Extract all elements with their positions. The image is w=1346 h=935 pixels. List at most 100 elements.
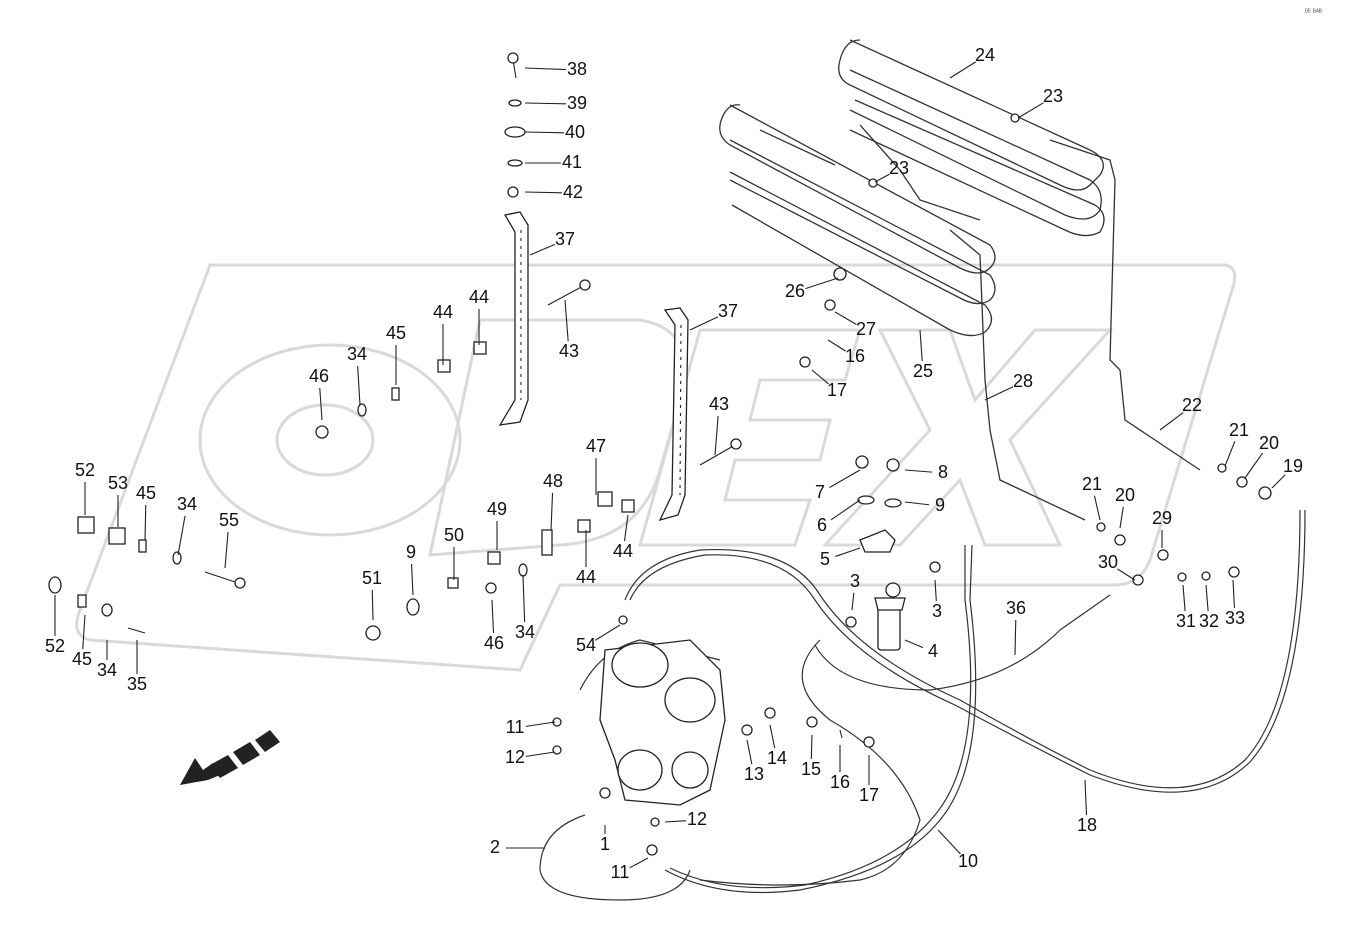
callout-l23a: 23 [1043,86,1063,106]
callout-l29: 29 [1152,508,1172,528]
leader-l25 [919,329,923,362]
callout-l43a: 43 [559,341,579,361]
leader-l34a [357,365,361,406]
callout-l23b: 23 [889,158,909,178]
callout-l26: 26 [785,281,805,301]
callout-l5: 5 [820,549,830,569]
callout-l20a: 20 [1259,433,1279,453]
leader-l14 [769,724,776,749]
callout-l44b: 44 [469,287,489,307]
callout-l14: 14 [767,748,787,768]
leader-l45c [82,614,86,650]
callout-l11b: 11 [611,862,630,882]
oil-filter [874,582,906,651]
callout-l31: 31 [1176,611,1196,631]
bolts [127,52,742,634]
callout-l27: 27 [856,319,876,339]
callout-l4: 4 [928,641,938,661]
leader-l5 [835,547,861,557]
callout-l41: 41 [562,152,582,172]
leader-l37b [689,316,719,331]
leader-l12b [664,820,687,823]
callout-l24: 24 [975,45,995,65]
leader-l21a [1224,441,1236,467]
leader-l54 [595,624,621,641]
callout-l25: 25 [913,361,933,381]
direction-arrow-icon [180,730,280,785]
callout-l6: 6 [817,515,827,535]
leader-l12a [525,751,556,757]
leader-l20a [1244,452,1264,479]
callout-l54: 54 [576,635,596,655]
callout-l40: 40 [565,122,585,142]
leader-l46b [491,599,495,634]
leader-l7 [829,469,861,488]
callout-l13: 13 [744,764,764,784]
callout-l34a: 34 [347,344,367,364]
leader-l17b [811,369,829,385]
bracket [859,529,896,553]
leader-l11a [525,721,556,727]
leader-l9a [904,501,930,506]
leader-l8 [904,469,933,473]
leader-l20b [1119,506,1124,529]
callout-l12b: 12 [687,809,707,829]
leader-l39 [524,102,567,105]
leader-l3a [851,592,855,611]
leader-l40 [524,131,565,134]
callout-l2: 2 [490,837,500,857]
leader-l22 [1159,412,1184,431]
callout-l37a: 37 [555,229,575,249]
leader-l45b [144,504,147,541]
leader-l27 [834,311,857,325]
callout-l3b: 3 [932,601,942,621]
leader-l55 [224,531,229,569]
callout-l20b: 20 [1115,485,1135,505]
leader-l19 [1271,474,1286,489]
leader-l31 [1182,584,1186,612]
callout-l44c: 44 [576,567,596,587]
callout-l49: 49 [487,499,507,519]
callout-labels: 1233456789910111112121314151616171718192… [45,45,1303,882]
hoses [539,509,1306,901]
leader-l51 [371,589,374,621]
leader-l33 [1232,579,1235,609]
mounting-rails [498,211,689,522]
leader-l30 [1117,568,1136,581]
callout-l45a: 45 [386,323,406,343]
callout-l42: 42 [563,182,583,202]
leader-l10 [937,829,961,855]
callout-l38: 38 [567,59,587,79]
callout-l55: 55 [219,510,239,530]
cooler-coils [719,39,1201,521]
callout-l22: 22 [1182,395,1202,415]
callout-l19: 19 [1283,456,1303,476]
callout-l34b: 34 [177,494,197,514]
callout-l35: 35 [127,674,147,694]
callout-l37b: 37 [718,301,738,321]
callout-l47: 47 [586,436,606,456]
leader-l16b [827,339,846,352]
callout-l16a: 16 [830,772,850,792]
leader-l34c [522,574,526,623]
leader-l18 [1084,779,1088,816]
leader-l42 [524,191,563,194]
callout-l16b: 16 [845,346,865,366]
leader-l48 [550,492,554,531]
leader-l26 [805,277,839,290]
leader-l13 [746,739,753,765]
callout-l28: 28 [1013,371,1033,391]
callout-l21b: 21 [1082,474,1102,494]
leader-l23a [1017,102,1044,119]
callout-l10: 10 [958,851,978,871]
callout-l15: 15 [801,759,821,779]
callout-l34d: 34 [97,660,117,680]
leader-l15 [810,734,813,760]
leader-l23b [874,173,890,183]
callout-l8: 8 [938,462,948,482]
callout-l52b: 52 [45,636,65,656]
callout-l17a: 17 [859,785,879,805]
callout-l9a: 9 [935,495,945,515]
callout-l44a: 44 [433,302,453,322]
